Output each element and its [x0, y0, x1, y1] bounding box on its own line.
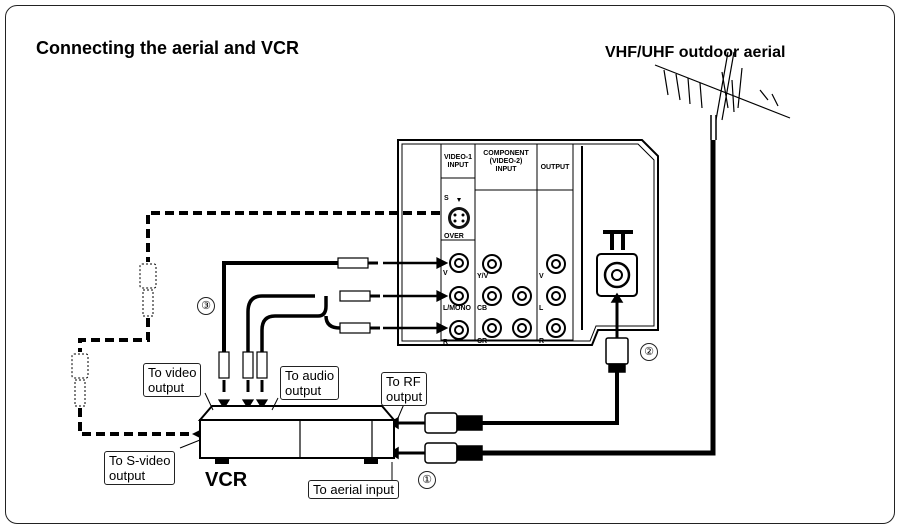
panel-cr-label: CR — [477, 338, 488, 345]
audio-plugs — [339, 290, 449, 334]
rf-cable — [482, 372, 619, 425]
s-video-cable — [146, 211, 440, 262]
callout-s-video-output: To S-video output — [104, 451, 176, 485]
s-video-socket — [448, 198, 470, 229]
s-video-plug — [71, 263, 157, 407]
callout-aerial-input: To aerial input — [308, 480, 399, 499]
rca-jacks — [449, 253, 566, 340]
panel-s-label: S — [444, 195, 449, 202]
vcr-body — [197, 405, 397, 464]
aerial-label: VHF/UHF outdoor aerial — [605, 44, 786, 61]
tv-aerial-socket — [596, 230, 638, 297]
panel-component-label: COMPONENT (VIDEO-2) INPUT — [483, 150, 529, 173]
step-one-marker: ① — [418, 471, 436, 489]
audio-cable — [246, 294, 341, 352]
video-plug — [337, 257, 449, 269]
panel-yv-label: Y/V — [477, 273, 489, 280]
diagram-title: Connecting the aerial and VCR — [36, 38, 300, 58]
panel-over-label: OVER — [444, 233, 464, 240]
callout-rf-output: To RF output — [381, 372, 428, 406]
panel-out-l-label: L — [539, 305, 544, 312]
vcr-label: VCR — [205, 469, 248, 491]
aerial-cable — [482, 140, 716, 456]
aerial-antenna — [654, 51, 791, 140]
vcr-end-plugs — [217, 351, 269, 410]
callout-audio-output: To audio output — [280, 366, 340, 400]
panel-video1-label: VIDEO-1 INPUT — [443, 154, 472, 169]
panel-cb-label: CB — [477, 305, 488, 312]
panel-v-label: V — [443, 270, 448, 277]
panel-output-label: OUTPUT — [540, 164, 570, 171]
video-cable — [222, 261, 338, 352]
panel-l-mono-label: L/MONO — [443, 305, 471, 312]
step-three-marker: ③ — [197, 297, 215, 315]
leader-lines — [179, 392, 405, 481]
panel-r-label: R — [443, 339, 449, 346]
step-two-marker: ② — [640, 343, 658, 361]
panel-out-r-label: R — [539, 338, 545, 345]
callout-video-output: To video output — [143, 363, 202, 397]
diagram-frame — [5, 5, 895, 524]
panel-out-v-label: V — [539, 273, 544, 280]
